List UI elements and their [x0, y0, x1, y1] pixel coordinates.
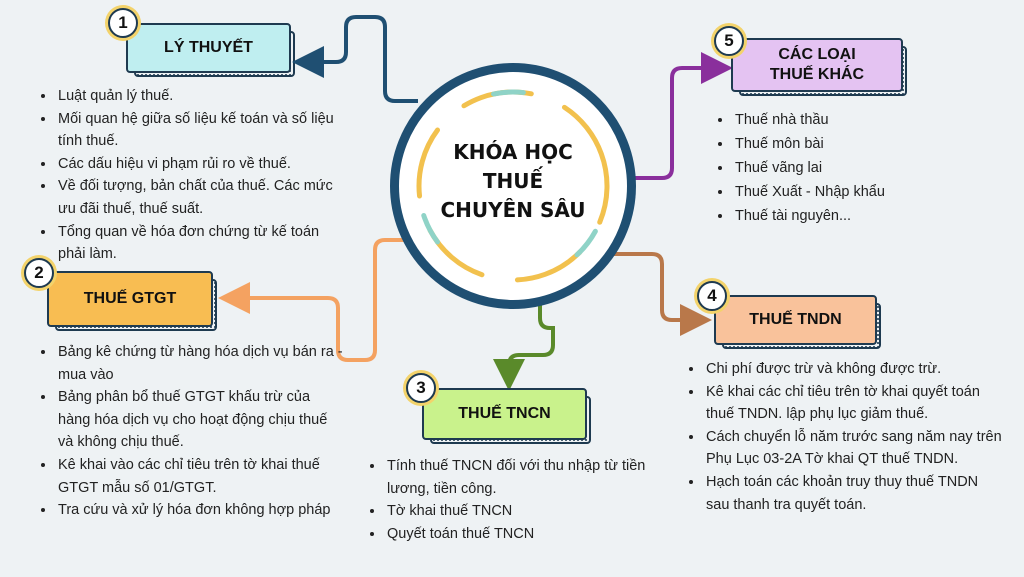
topic-5-bullets: Thuế nhà thầu Thuế môn bài Thuế vãng lai…	[711, 108, 973, 228]
central-topic: KHÓA HỌC THUẾ CHUYÊN SÂU	[390, 63, 636, 309]
list-item: Thuế tài nguyên...	[733, 204, 973, 228]
connector-5	[634, 52, 733, 180]
list-item: Bảng kê chứng từ hàng hóa dịch vụ bán ra…	[56, 341, 346, 386]
list-item: Cách chuyển lỗ năm trước sang năm nay tr…	[704, 426, 1004, 471]
list-item: Luật quản lý thuế.	[56, 85, 348, 108]
list-item: Tổng quan về hóa đơn chứng từ kế toán ph…	[56, 221, 348, 266]
list-item: Thuế vãng lai	[733, 156, 973, 180]
list-item: Tờ khai thuế TNCN	[385, 500, 685, 523]
connector-4	[609, 252, 712, 336]
connector-3	[493, 298, 555, 391]
connector-2	[218, 238, 408, 362]
list-item: Bảng phân bổ thuế GTGT khấu trừ của hàng…	[56, 386, 346, 454]
list-item: Thuế môn bài	[733, 132, 973, 156]
topic-number-badge: 3	[406, 373, 436, 403]
list-item: Quyết toán thuế TNCN	[385, 523, 685, 546]
topic-title: LÝ THUYẾT	[164, 39, 253, 56]
central-title-line: KHÓA HỌC	[453, 140, 573, 164]
topic-number-badge: 4	[697, 281, 727, 311]
central-title-line: THUẾ	[482, 169, 544, 193]
topic-title: THUẾ GTGT	[83, 290, 177, 307]
list-item: Tính thuế TNCN đối với thu nhập từ tiền …	[385, 455, 685, 500]
topic-3-bullets: Tính thuế TNCN đối với thu nhập từ tiền …	[363, 455, 685, 545]
list-item: Mối quan hệ giữa số liệu kế toán và số l…	[56, 108, 348, 153]
topic-node-ly-thuyet[interactable]: LÝ THUYẾT	[126, 23, 295, 77]
topic-number-badge: 5	[714, 26, 744, 56]
topic-title: CÁC LOẠI THUẾ KHÁC	[770, 45, 864, 85]
connector-1	[292, 15, 418, 103]
list-item: Chi phí được trừ và không được trừ.	[704, 358, 1004, 381]
list-item: Kê khai vào các chỉ tiêu trên tờ khai th…	[56, 454, 346, 499]
list-item: Kê khai các chỉ tiêu trên tờ khai quyết …	[704, 381, 1004, 426]
list-item: Về đối tượng, bản chất của thuế. Các mức…	[56, 175, 348, 220]
list-item: Thuế Xuất - Nhập khẩu	[733, 180, 973, 204]
topic-title: THUẾ TNDN	[749, 311, 842, 328]
hub-rings	[416, 89, 610, 283]
topic-2-bullets: Bảng kê chứng từ hàng hóa dịch vụ bán ra…	[34, 341, 346, 522]
topic-4-bullets: Chi phí được trừ và không được trừ. Kê k…	[682, 358, 1004, 516]
list-item: Các dấu hiệu vi phạm rủi ro về thuế.	[56, 153, 348, 176]
central-title: KHÓA HỌC THUẾ CHUYÊN SÂU	[419, 138, 607, 225]
list-item: Tra cứu và xử lý hóa đơn không hợp pháp	[56, 499, 346, 522]
topic-title-line: THUẾ KHÁC	[769, 66, 865, 83]
topic-number-badge: 2	[24, 258, 54, 288]
topic-1-bullets: Luật quản lý thuế. Mối quan hệ giữa số l…	[34, 85, 348, 266]
topic-node-thue-gtgt[interactable]: THUẾ GTGT	[47, 271, 217, 331]
topic-node-cac-loai-thue-khac[interactable]: CÁC LOẠI THUẾ KHÁC	[731, 38, 907, 96]
topic-title: THUẾ TNCN	[458, 405, 551, 422]
topic-title-line: CÁC LOẠI	[778, 46, 856, 63]
central-title-line: CHUYÊN SÂU	[440, 198, 586, 222]
topic-number-badge: 1	[108, 8, 138, 38]
topic-node-thue-tndn[interactable]: THUẾ TNDN	[714, 295, 881, 349]
topic-node-thue-tncn[interactable]: THUẾ TNCN	[422, 388, 591, 444]
list-item: Thuế nhà thầu	[733, 108, 973, 132]
list-item: Hạch toán các khoản truy thuy thuế TNDN …	[704, 471, 1004, 516]
